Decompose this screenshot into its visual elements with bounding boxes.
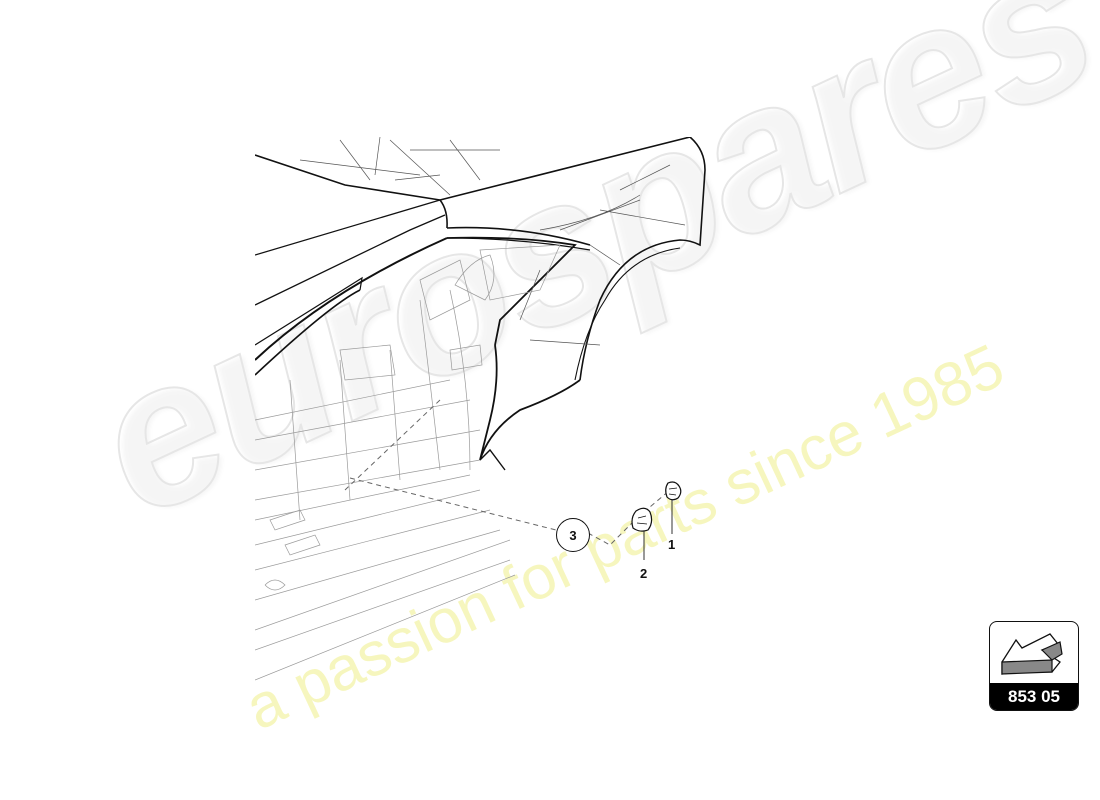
- callout-2[interactable]: 2: [640, 566, 648, 581]
- callout-1[interactable]: 1: [668, 537, 676, 552]
- next-section-badge[interactable]: 853 05: [989, 621, 1079, 711]
- leader-line-3b: [349, 477, 557, 531]
- callout-3[interactable]: 3: [556, 518, 590, 552]
- arrow-block-icon: [1001, 633, 1063, 675]
- badge-code: 853 05: [990, 683, 1078, 710]
- part-1-clip-icon: [665, 481, 682, 501]
- leader-line-3a: [344, 399, 441, 491]
- part-2-clip-icon: [631, 507, 653, 532]
- callout-3-label: 3: [569, 527, 577, 543]
- leader-line-3c: [587, 489, 671, 546]
